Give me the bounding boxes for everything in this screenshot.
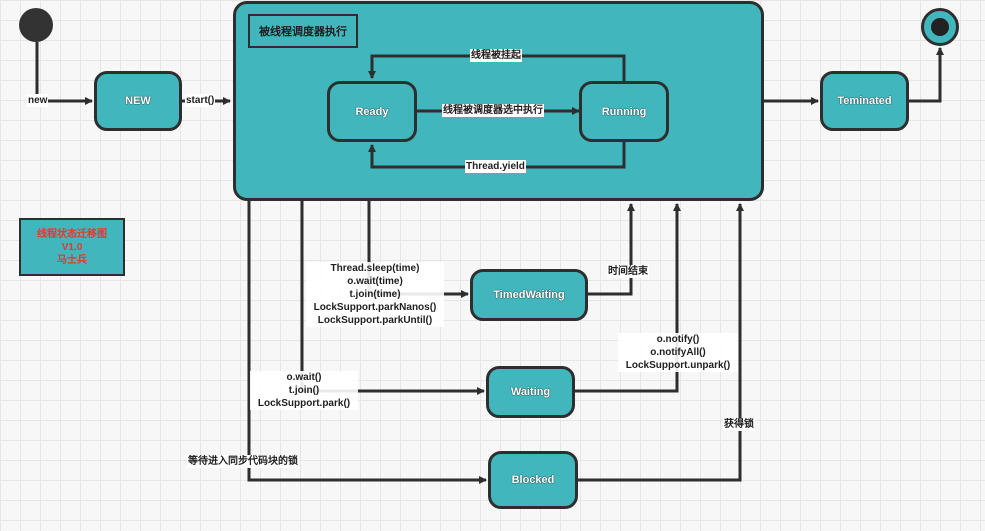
- edge-blocked-back: [578, 203, 744, 482]
- legend-author: 马士兵: [57, 254, 87, 266]
- label-suspended: 线程被挂起: [470, 49, 522, 62]
- edge-to-blocked: [247, 201, 487, 484]
- edge-waiting-back: [575, 203, 681, 393]
- state-terminated: Teminated: [820, 71, 909, 131]
- edge-timedwaiting-back: [588, 203, 635, 296]
- wait-method: t.join(): [288, 385, 320, 396]
- wait-method: o.wait(): [286, 372, 322, 383]
- wait-method: LockSupport.park(): [257, 398, 351, 409]
- label-yield: Thread.yield: [465, 160, 526, 173]
- label-scheduled: 线程被调度器选中执行: [442, 104, 544, 117]
- label-time-up: 时间结束: [607, 265, 649, 278]
- timed-method: t.join(time): [349, 289, 401, 300]
- state-running: Running: [579, 81, 669, 142]
- state-timed-waiting: TimedWaiting: [470, 269, 588, 321]
- final-state-node: [921, 8, 959, 46]
- timed-method: LockSupport.parkNanos(): [313, 302, 437, 313]
- label-new: new: [27, 94, 49, 107]
- state-ready: Ready: [327, 81, 417, 142]
- legend-version: V1.0: [61, 241, 83, 253]
- timed-method: Thread.sleep(time): [330, 263, 420, 274]
- timed-method: LockSupport.parkUntil(): [317, 315, 433, 326]
- legend-box: 线程状态迁移图 V1.0 马士兵: [19, 218, 125, 276]
- label-acquired-lock: 获得锁: [723, 418, 755, 431]
- state-new: NEW: [94, 71, 182, 131]
- label-wait-sync-lock: 等待进入同步代码块的锁: [187, 455, 299, 468]
- initial-state-node: [19, 8, 53, 42]
- state-waiting: Waiting: [486, 366, 575, 418]
- legend-title: 线程状态迁移图: [37, 228, 107, 240]
- edge-terminated-final: [909, 47, 944, 103]
- label-start: start(): [185, 94, 216, 107]
- notify-method: o.notifyAll(): [650, 347, 706, 358]
- label-wait-methods: o.wait() t.join() LockSupport.park(): [250, 371, 358, 410]
- edge-initial-new: [35, 42, 93, 105]
- timed-method: o.wait(time): [347, 276, 403, 287]
- notify-method: o.notify(): [656, 334, 700, 345]
- state-blocked: Blocked: [488, 451, 578, 509]
- notify-method: LockSupport.unpark(): [625, 360, 731, 371]
- label-notify-methods: o.notify() o.notifyAll() LockSupport.unp…: [618, 333, 738, 372]
- scheduler-label: 被线程调度器执行: [248, 14, 358, 48]
- label-timed-methods: Thread.sleep(time) o.wait(time) t.join(t…: [306, 262, 444, 327]
- final-state-inner: [931, 18, 949, 36]
